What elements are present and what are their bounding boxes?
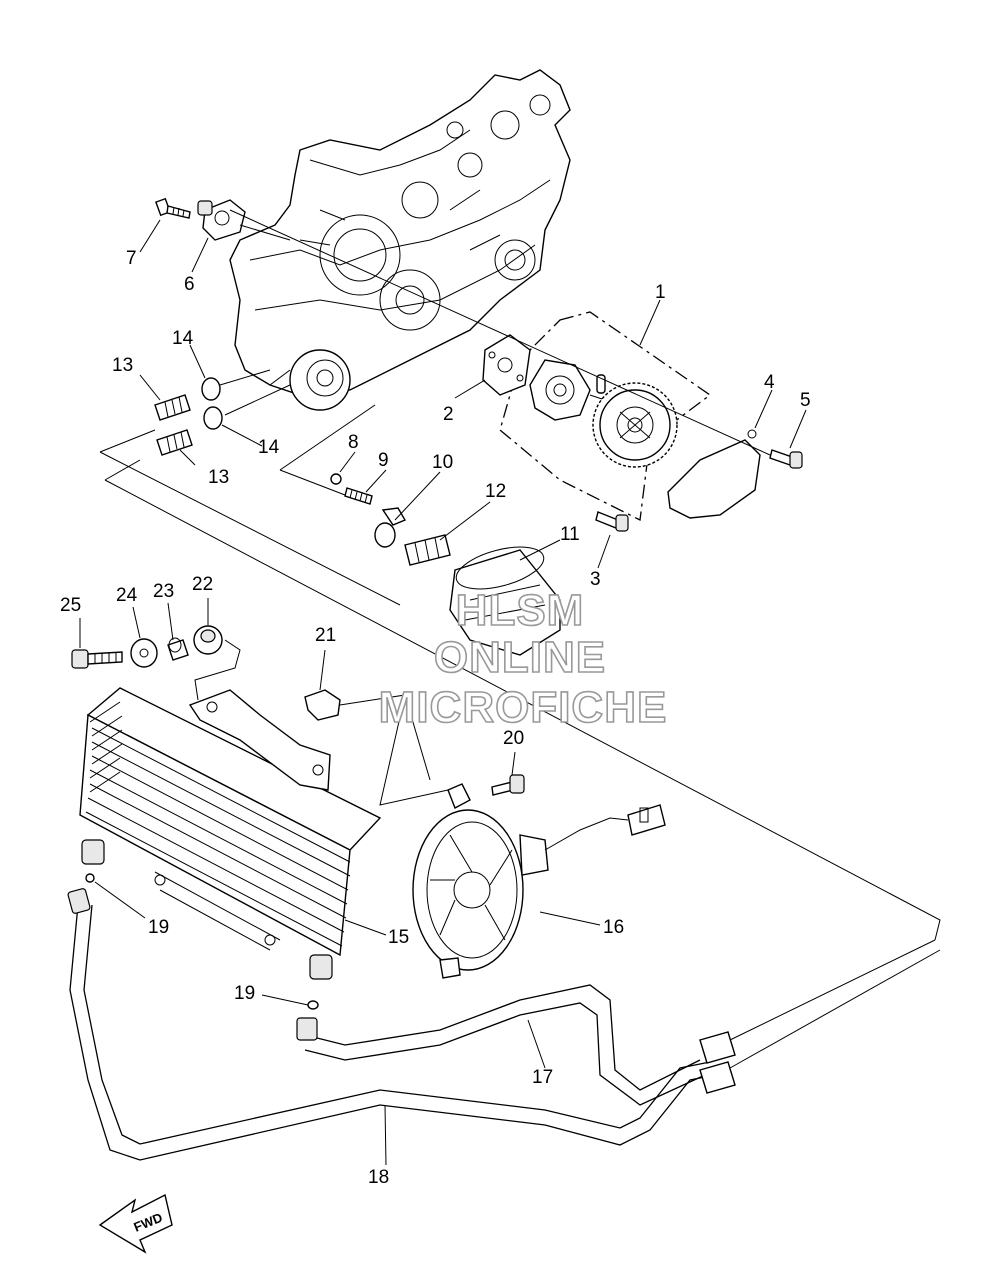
callout-13-lower: 13: [208, 467, 229, 488]
callout-24: 24: [116, 585, 138, 606]
callout-20: 20: [503, 728, 524, 749]
cover-6: [197, 199, 291, 241]
callout-22: 22: [192, 574, 213, 595]
clip-21: [304, 689, 341, 721]
callout-11: 11: [560, 524, 580, 545]
callout-5: 5: [800, 390, 811, 411]
callout-14-lower: 14: [258, 437, 280, 458]
fwd-arrow: FWD: [98, 1193, 173, 1254]
callout-16: 16: [603, 917, 624, 938]
callout-7: 7: [126, 248, 137, 269]
callout-4: 4: [764, 372, 775, 393]
callout-18: 18: [368, 1167, 389, 1188]
callout-1: 1: [655, 282, 666, 303]
callout-17: 17: [532, 1067, 553, 1088]
watermark-line-3: MICROFICHE: [379, 683, 668, 732]
collar-24: [130, 638, 158, 668]
oil-cooler-15: [79, 687, 382, 980]
callout-14-upper: 14: [172, 328, 194, 349]
ball-8: [330, 473, 342, 485]
hose-17: [304, 984, 706, 1106]
o-ring-19-upper: [85, 873, 95, 883]
callout-19-left: 19: [148, 917, 169, 938]
o-ring-14-lower: [203, 406, 223, 430]
fitting-guide-lines: [99, 369, 941, 941]
callout-6: 6: [184, 274, 195, 295]
assembly-axis-line: [229, 209, 771, 456]
fitting-13-lower: [156, 429, 193, 456]
hose-18: [69, 904, 716, 1161]
spring-9: [344, 487, 373, 505]
cover-plate-4: [667, 429, 761, 519]
bolt-12: [404, 534, 451, 566]
fan-guide-lines: [339, 694, 449, 806]
leader-lines: [79, 219, 807, 1166]
callout-3: 3: [590, 569, 601, 590]
oil-pump-body: [529, 359, 606, 421]
damper-22: [193, 625, 223, 655]
callout-12: 12: [485, 481, 506, 502]
hose-guide-lines: [729, 939, 941, 1069]
o-ring-14-upper: [201, 377, 221, 401]
callout-19-right: 19: [234, 983, 255, 1004]
watermark: HLSM ONLINE MICROFICHE: [378, 585, 668, 733]
watermark-line-1: HLSM: [456, 586, 585, 635]
fan-16: [412, 783, 666, 979]
callout-2: 2: [443, 404, 454, 425]
callout-labels: 1 2 3 4 5 6 7 8 9 10 11 12 13 13 14 14 1…: [60, 248, 811, 1188]
callout-10: 10: [432, 452, 453, 473]
callout-9: 9: [378, 450, 389, 471]
grommet-23: [167, 637, 189, 661]
damper-guide-line: [194, 639, 241, 701]
o-ring-19-lower: [307, 1000, 319, 1010]
bolt-5: [769, 449, 803, 469]
oil-filter-11: [449, 546, 561, 656]
watermark-line-2: ONLINE: [434, 633, 606, 682]
pump-gear: [592, 382, 678, 468]
fitting-13-upper: [154, 394, 191, 421]
callout-15: 15: [388, 927, 409, 948]
crankcase: [229, 69, 571, 411]
bolt-3: [595, 511, 629, 532]
bolt-25: [71, 649, 123, 669]
hose-fittings: [67, 888, 736, 1094]
callout-25: 25: [60, 595, 81, 616]
pin: [596, 374, 606, 394]
callout-21: 21: [315, 625, 336, 646]
bolt-7: [155, 197, 191, 219]
washer-10: [374, 507, 407, 548]
callout-23: 23: [153, 581, 174, 602]
bolt-20: [491, 774, 525, 796]
callout-8: 8: [348, 432, 359, 453]
callout-13-upper: 13: [112, 355, 133, 376]
gasket-2: [482, 334, 531, 396]
